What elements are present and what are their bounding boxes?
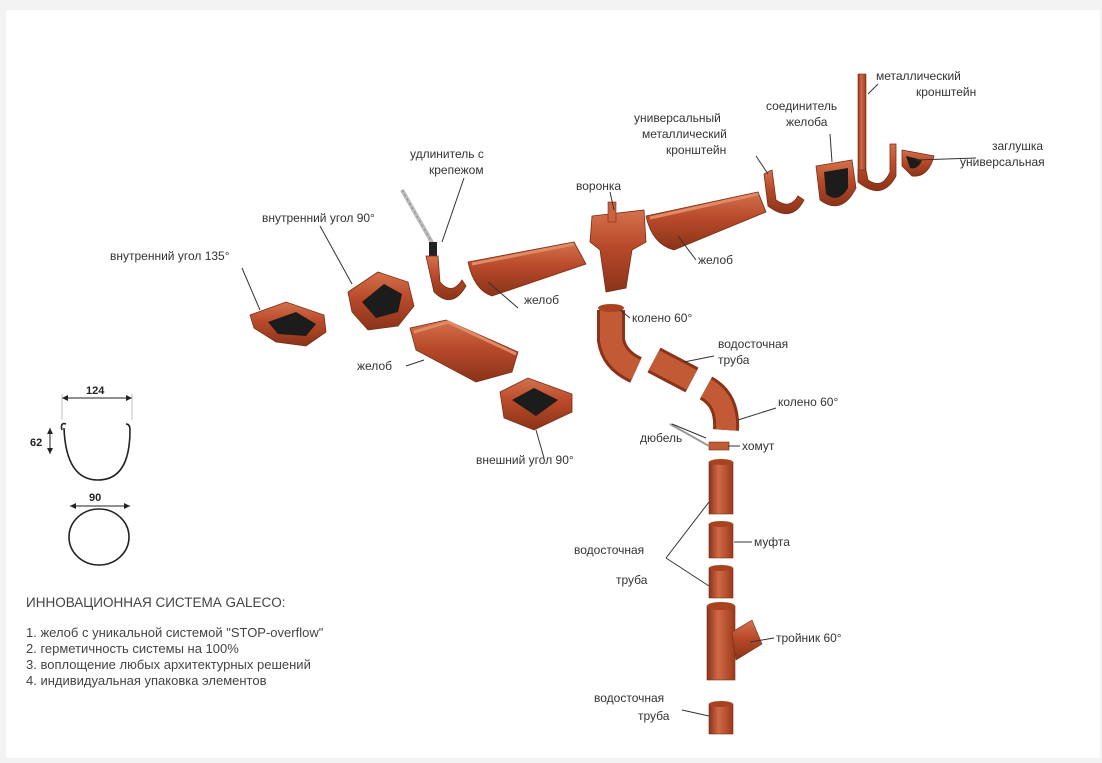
outer-corner-90-part bbox=[500, 378, 572, 430]
downpipe-3-part bbox=[709, 701, 733, 734]
elbow-60-mid-part bbox=[706, 388, 726, 430]
extender-part bbox=[402, 190, 466, 300]
label-outer-corner-90: внешний угол 90° bbox=[476, 453, 574, 467]
info-item: 1. желоб с уникальной системой "STOP-ove… bbox=[26, 625, 456, 641]
elbow-60-top-part bbox=[598, 304, 636, 370]
universal-cap-part bbox=[902, 150, 934, 176]
info-item: 4. индивидуальная упаковка элементов bbox=[26, 673, 456, 689]
label-coupling: муфта bbox=[754, 535, 790, 549]
label-universal-cap-line2: универсальная bbox=[960, 155, 1045, 169]
label-universal-bracket-line1: универсальный bbox=[634, 111, 721, 125]
label-downpipe-3-line1: водосточная bbox=[594, 691, 664, 705]
label-gutter-3: желоб bbox=[698, 253, 733, 267]
downpipe-short-part bbox=[709, 565, 733, 598]
label-inner-corner-135: внутренний угол 135° bbox=[110, 249, 230, 263]
inner-corner-90-part bbox=[348, 272, 414, 330]
downpipe-1-part bbox=[654, 360, 692, 380]
info-list: 1. желоб с уникальной системой "STOP-ove… bbox=[26, 625, 456, 689]
label-gutter-connector-line2: желоба bbox=[786, 115, 828, 129]
label-dowel: дюбель bbox=[640, 431, 682, 445]
label-downpipe-2-line2: труба bbox=[616, 573, 648, 587]
label-universal-bracket-line2: металлический bbox=[642, 127, 727, 141]
gutter-1-part bbox=[468, 242, 586, 296]
label-downpipe-1-line1: водосточная bbox=[718, 337, 788, 351]
universal-bracket-part bbox=[764, 170, 804, 214]
info-item: 2. герметичность системы на 100% bbox=[26, 641, 456, 657]
info-item: 3. воплощение любых архитектурных решени… bbox=[26, 657, 456, 673]
label-extender-line1: удлинитель с bbox=[410, 147, 484, 161]
label-elbow-60-top: колено 60° bbox=[632, 311, 692, 325]
label-gutter-connector-line1: соединитель bbox=[766, 99, 837, 113]
label-metal-bracket-line1: металлический bbox=[876, 69, 961, 83]
label-gutter-1: желоб bbox=[524, 293, 559, 307]
label-downpipe-1-line2: труба bbox=[718, 353, 750, 367]
gutter-connector-part bbox=[816, 160, 856, 206]
gutter-3-part bbox=[646, 192, 766, 250]
label-inner-corner-90: внутренний угол 90° bbox=[262, 211, 375, 225]
inner-corner-135-part bbox=[250, 302, 326, 346]
label-elbow-60-mid: колено 60° bbox=[778, 395, 838, 409]
dim-gutter-width: 124 bbox=[86, 385, 105, 397]
label-extender-line2: крепежом bbox=[429, 163, 484, 177]
gutter-2-part bbox=[410, 320, 518, 382]
label-metal-bracket-line2: кронштейн bbox=[916, 85, 976, 99]
gutter-cross-section: 124 62 bbox=[30, 385, 132, 480]
info-title: ИННОВАЦИОННАЯ СИСТЕМА GALECO: bbox=[26, 595, 456, 611]
funnel-part bbox=[590, 202, 646, 292]
dim-gutter-depth: 62 bbox=[30, 437, 42, 449]
label-downpipe-2-line1: водосточная bbox=[574, 543, 644, 557]
downpipe-2-part bbox=[709, 459, 733, 514]
info-block: ИННОВАЦИОННАЯ СИСТЕМА GALECO: 1. желоб с… bbox=[26, 595, 456, 689]
label-universal-cap-line1: заглушка bbox=[992, 139, 1043, 153]
label-universal-bracket-line3: кронштейн bbox=[666, 143, 726, 157]
diagram-canvas: внутренний угол 135° внутренний угол 90°… bbox=[6, 10, 1100, 758]
label-funnel: воронка bbox=[576, 179, 621, 193]
label-gutter-2: желоб bbox=[357, 359, 392, 373]
metal-bracket-part bbox=[858, 74, 896, 191]
label-clamp: хомут bbox=[742, 439, 775, 453]
coupling-part bbox=[709, 521, 733, 558]
label-downpipe-3-line2: труба bbox=[638, 709, 670, 723]
label-tee-60: тройник 60° bbox=[776, 631, 842, 645]
dim-pipe-diameter: 90 bbox=[89, 492, 101, 504]
pipe-cross-section: 90 bbox=[69, 492, 130, 565]
